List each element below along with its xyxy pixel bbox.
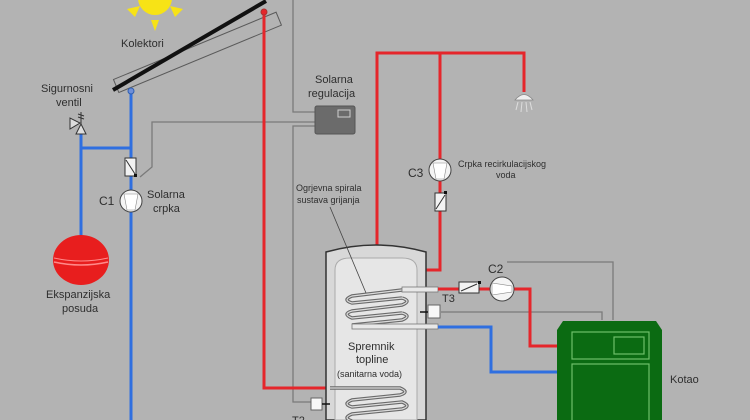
safety-valve-icon (69, 112, 87, 135)
solar-pump-c1-icon (119, 189, 143, 213)
coil-label-line2: sustava grijanja (297, 195, 360, 205)
recirc-pipe (422, 53, 442, 272)
boiler-pump-c2-icon (489, 276, 515, 302)
tank-label-line2: topline (356, 354, 388, 366)
solar-pump-label-line2: crpka (153, 203, 181, 215)
coil-label-line1: Ogrjevna spirala (296, 183, 362, 193)
solar-controller (314, 105, 356, 135)
recirc-pump-label-line1: Crpka recirkulacijskog (458, 159, 546, 169)
solar-collector (112, 11, 283, 94)
upper-coil-inlet-stub (401, 286, 439, 293)
tank-label-line3: (sanitarna voda) (337, 369, 402, 379)
sun-icon (127, 0, 183, 31)
tank-label-line1: Spremnik (348, 341, 395, 353)
safety-valve-label-line1: Sigurnosni (41, 83, 93, 95)
pump-c1-label: C1 (99, 194, 115, 208)
solar-hot-pipe (262, 12, 330, 390)
signal-wires (139, 0, 614, 403)
pump-c3-label: C3 (408, 166, 424, 180)
controller-label-line2: regulacija (308, 88, 356, 100)
expansion-vessel-label-line1: Ekspanzijska (46, 289, 111, 301)
collector-label: Kolektori (121, 38, 164, 50)
collector-inlet (127, 87, 135, 95)
coil-leader-line (329, 206, 367, 294)
boiler-icon (557, 321, 662, 420)
recirc-pump-label-line2: voda (496, 170, 516, 180)
recirc-pump-c3-icon (428, 158, 452, 182)
solar-pump-label-line1: Solarna (147, 189, 186, 201)
safety-valve-label-line2: ventil (56, 97, 82, 109)
boiler-label: Kotao (670, 374, 699, 386)
upper-coil-outlet-stub (351, 323, 439, 330)
sensor-t3-label: T3 (442, 293, 455, 305)
check-valve-c3-icon (434, 191, 447, 212)
collector-outlet (260, 8, 268, 16)
boiler-return-pipe (438, 325, 557, 374)
check-valve-c1-icon (124, 157, 137, 177)
controller-label-line1: Solarna (315, 74, 354, 86)
sensor-t2-label: T2 (292, 415, 305, 420)
storage-tank (325, 244, 427, 420)
pump-c2-label: C2 (488, 262, 504, 276)
expansion-vessel-icon (53, 235, 109, 285)
lower-coil-highlight (330, 387, 408, 420)
boiler-hot-pipe (438, 287, 557, 348)
upper-coil-highlight (346, 289, 408, 326)
collector-absorber (111, 0, 268, 92)
check-valve-c2-icon (458, 281, 481, 294)
dhw-supply-pipe (375, 51, 526, 246)
expansion-vessel-label-line2: posuda (62, 303, 99, 315)
sensor-t2-icon (310, 397, 323, 411)
sensor-t3-icon (427, 304, 441, 319)
shower-icon (514, 94, 534, 113)
